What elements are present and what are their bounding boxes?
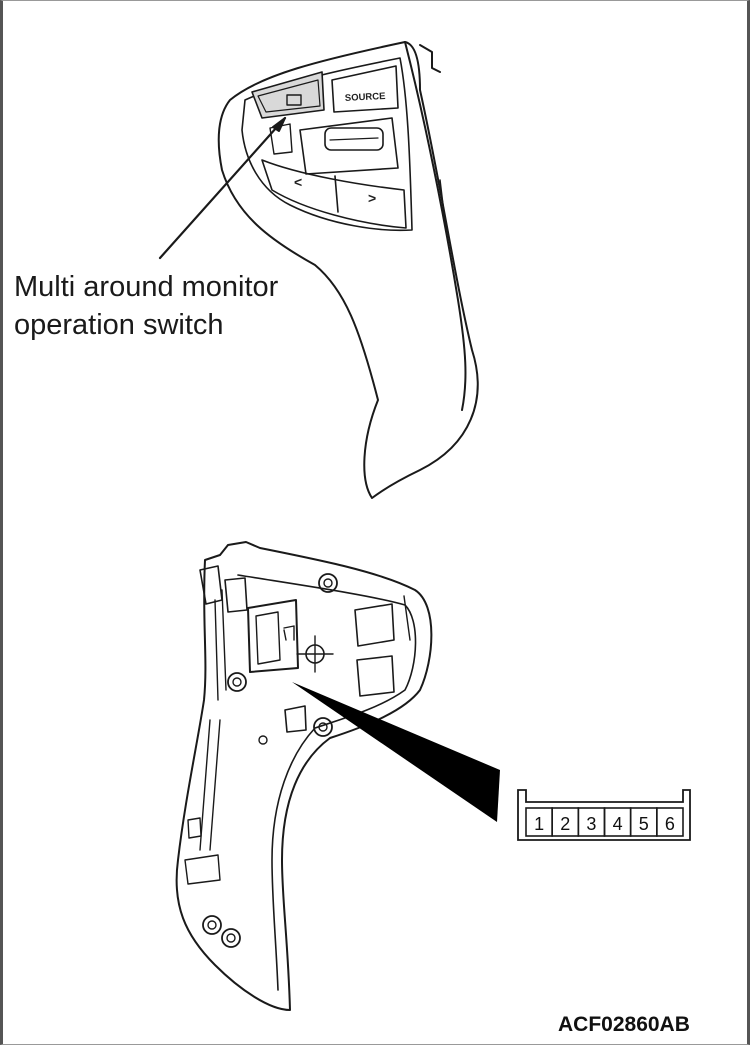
left-arrow-key: < [294, 174, 302, 190]
connector-pin-2: 2 [551, 807, 580, 837]
switch-housing-rear [175, 541, 433, 1011]
connector-pin-5: 5 [629, 807, 658, 837]
connector-pin-diagram [517, 789, 691, 841]
connector-pin-4: 4 [603, 807, 632, 837]
callout-line-2: operation switch [14, 309, 224, 341]
connector-pointer [292, 682, 500, 822]
connector-pin-label: 4 [613, 814, 623, 834]
callout-pointer [158, 116, 287, 260]
steering-switch-panel [217, 41, 479, 499]
connector-pin-label: 2 [560, 814, 570, 834]
source-button-label: SOURCE [345, 91, 386, 104]
connector-pin-1: 1 [525, 807, 553, 837]
connector-pin-label: 6 [665, 814, 675, 834]
connector-pin-6: 6 [656, 807, 684, 837]
connector-pin-label: 3 [586, 814, 596, 834]
connector-socket [247, 599, 299, 673]
callout-line-1: Multi around monitor [14, 271, 279, 303]
camera-icon [286, 94, 302, 106]
right-arrow-key: > [368, 190, 376, 206]
connector-pin-3: 3 [577, 807, 606, 837]
connector-pin-label: 5 [639, 814, 649, 834]
figure-code: ACF02860AB [558, 1013, 690, 1036]
connector-pin-label: 1 [534, 814, 544, 834]
